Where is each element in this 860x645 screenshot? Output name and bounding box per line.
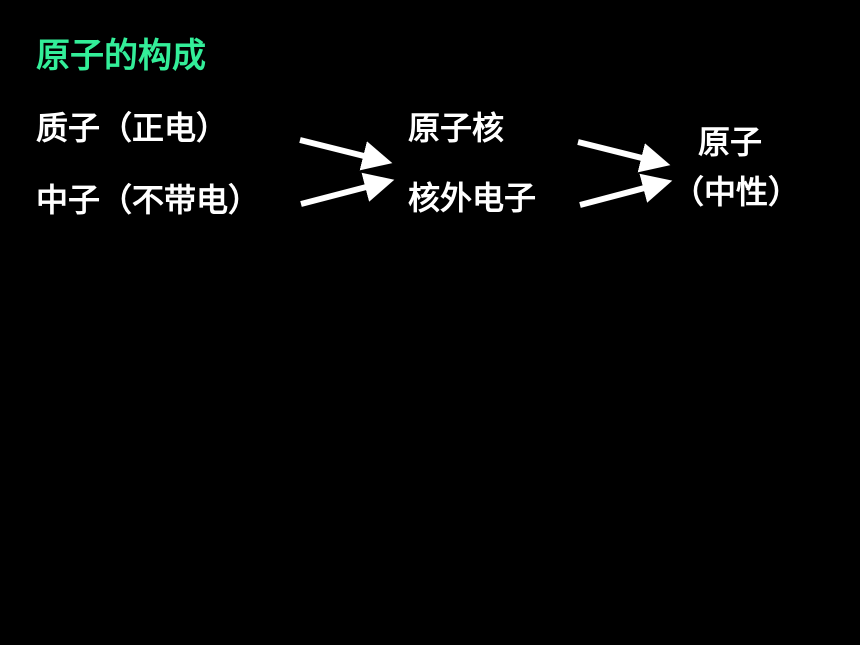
arrow-electron-to-atom [579,173,673,208]
nucleus-label: 原子核 [408,109,505,147]
atom-charge-label: （中性） [672,173,801,211]
arrow-neutron-to-nucleus [300,172,395,207]
atom-label: 原子 [698,123,763,161]
slide-title: 原子的构成 [36,36,206,76]
arrow-proton-to-nucleus [299,137,393,171]
arrow-nucleus-to-atom [577,139,671,173]
electron-label: 核外电子 [408,179,537,217]
proton-label: 质子（正电） [36,109,229,147]
neutron-label: 中子（不带电） [36,181,261,219]
